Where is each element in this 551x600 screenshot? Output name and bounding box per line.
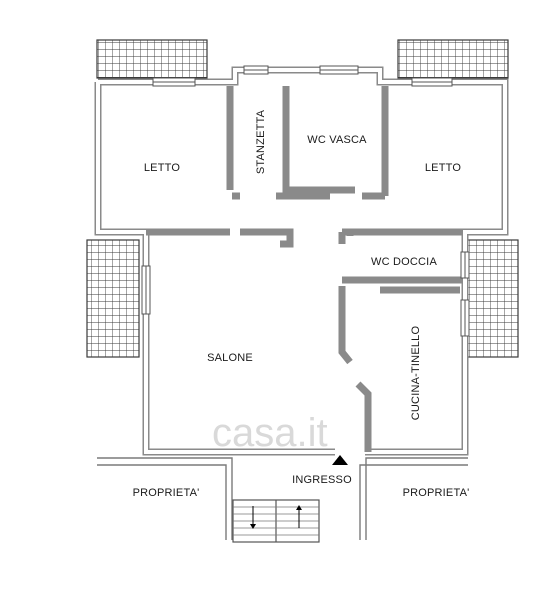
- corridor-right-lines: [359, 457, 468, 540]
- wall-stanzetta-wc: [282, 86, 355, 194]
- label-salone: SALONE: [207, 352, 253, 364]
- balcony-right: [465, 239, 519, 358]
- common-area: [97, 455, 468, 543]
- wall-doccia-top: [338, 228, 462, 244]
- balcony-top-left: [96, 39, 208, 79]
- wall-cucina-left: [338, 286, 353, 365]
- balcony-left: [86, 239, 140, 358]
- stairs-down-arrow-icon: [250, 524, 256, 529]
- outer-walls: [94, 66, 509, 456]
- label-ingresso: INGRESSO: [292, 474, 352, 486]
- stairs-up-arrow-icon: [296, 505, 302, 510]
- entrance-arrow-icon: [332, 455, 348, 465]
- watermark-text: casa.it: [212, 411, 328, 455]
- label-proprieta-right: PROPRIETA': [403, 487, 470, 499]
- room-labels: LETTO STANZETTA WC VASCA LETTO WC DOCCIA…: [133, 109, 470, 499]
- watermark: casa.it: [212, 411, 328, 455]
- wall-outer-right: [98, 66, 509, 456]
- label-wc-vasca: WC VASCA: [307, 134, 367, 146]
- label-wc-doccia: WC DOCCIA: [371, 256, 437, 268]
- label-proprieta-left: PROPRIETA': [133, 487, 200, 499]
- windows: [141, 65, 470, 337]
- balconies: [86, 39, 519, 358]
- label-letto-right: LETTO: [425, 162, 461, 174]
- label-letto-left: LETTO: [144, 162, 180, 174]
- balcony-top-right: [397, 39, 509, 79]
- corridor-left-lines: [97, 457, 233, 540]
- wall-cucina-lower: [355, 381, 372, 452]
- wall-salone-top: [146, 228, 294, 248]
- interior-walls: [146, 86, 462, 452]
- label-stanzetta: STANZETTA: [255, 109, 267, 174]
- stairs: [232, 499, 320, 543]
- label-cucina-tinello: CUCINA-TINELLO: [410, 326, 422, 421]
